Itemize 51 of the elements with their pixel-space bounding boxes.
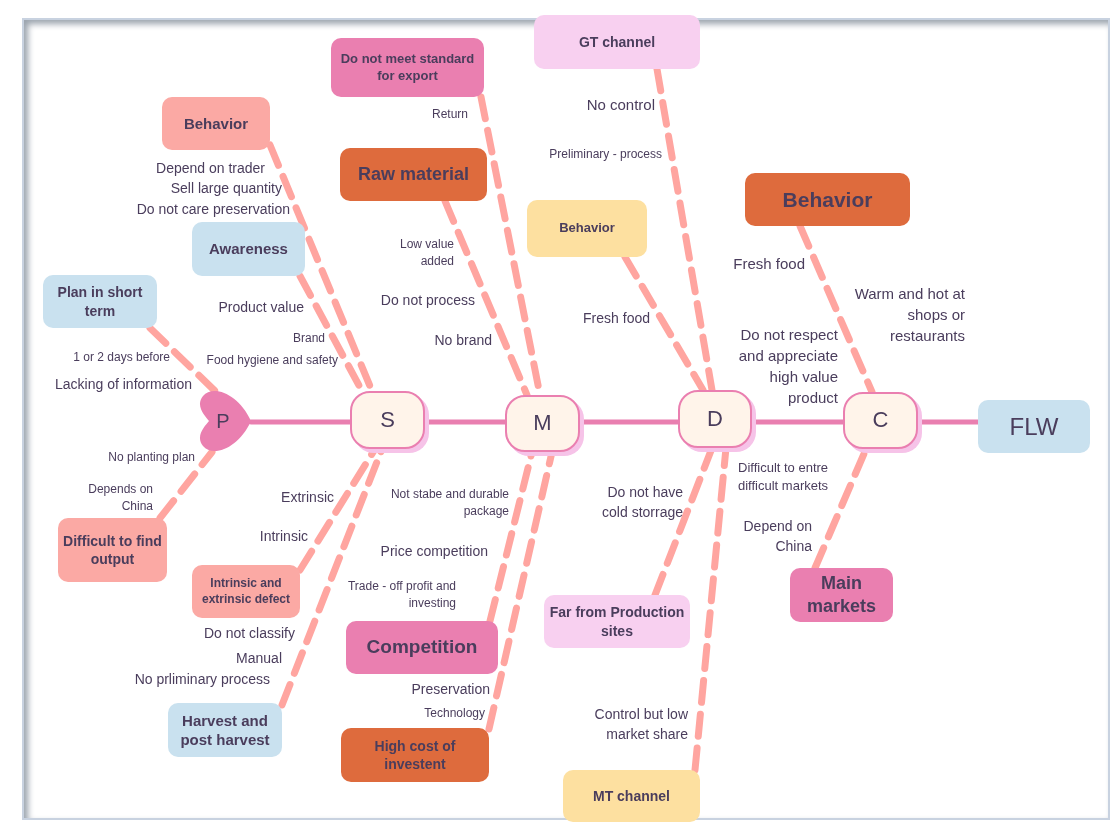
cause-text: Product value: [218, 298, 304, 317]
category-box: Plan in short term: [43, 275, 157, 328]
category-box: Behavior: [745, 173, 910, 226]
cause-text: Not stabe and durable package: [389, 486, 509, 520]
category-box: GT channel: [534, 15, 700, 69]
cause-text: Intrinsic: [259, 527, 308, 546]
category-box: Behavior: [527, 200, 647, 257]
cause-text: Fresh food: [733, 254, 805, 274]
cause-text: Lacking of information: [55, 375, 192, 394]
cause-text: Technology: [424, 705, 485, 722]
cause-text: Sell large quantity: [170, 179, 282, 198]
cause-text: Return: [431, 106, 468, 123]
cause-text: Preliminary - process: [549, 146, 662, 163]
cause-text: Trade - off profit and investing: [346, 578, 456, 612]
cause-text: Brand: [292, 330, 325, 347]
cause-text: Extrinsic: [281, 488, 334, 507]
cause-text: 1 or 2 days before: [73, 349, 170, 366]
category-box: Competition: [346, 621, 498, 674]
cause-text: No prliminary process: [134, 670, 270, 689]
category-box: Intrinsic and extrinsic defect: [192, 565, 300, 618]
cause-text: Preservation: [411, 680, 490, 699]
category-box: Awareness: [192, 222, 305, 276]
cause-text: Food hygiene and safety: [206, 352, 338, 369]
cause-text: Fresh food: [583, 309, 650, 328]
category-box: Harvest and post harvest: [168, 703, 282, 757]
category-box: Do not meet standard for export: [331, 38, 484, 97]
cause-text: Control but low market share: [593, 705, 688, 744]
dashed-line: [156, 448, 216, 522]
cause-text: Do not process: [380, 291, 475, 310]
cause-text: Difficult to entre difficult markets: [738, 459, 830, 496]
category-box: MT channel: [563, 770, 700, 822]
cause-text: Depends on China: [87, 481, 153, 515]
cause-text: Depend on China: [742, 517, 812, 556]
cause-text: Manual: [236, 649, 282, 668]
cause-text: No brand: [434, 331, 492, 350]
cause-text: Price competition: [380, 542, 488, 561]
category-box: Main markets: [790, 568, 893, 622]
effect-box: FLW: [978, 400, 1090, 453]
cause-text: No control: [586, 95, 655, 115]
cause-text: Do not care preservation: [136, 200, 290, 219]
category-box: Behavior: [162, 97, 270, 150]
category-box: Difficult to find output: [58, 518, 167, 582]
category-box: High cost of investent: [341, 728, 489, 782]
cause-text: No planting plan: [108, 449, 195, 466]
category-box: Raw material: [340, 148, 487, 201]
cause-text: Do not have cold storrage: [601, 483, 683, 522]
category-box: Far from Production sites: [544, 595, 690, 648]
cause-text: Do not classify: [203, 624, 295, 643]
cause-text: Low value added: [398, 236, 454, 270]
cause-text: Depend on trader: [156, 159, 265, 178]
cause-text: Warm and hot at shops or restaurants: [853, 284, 965, 346]
